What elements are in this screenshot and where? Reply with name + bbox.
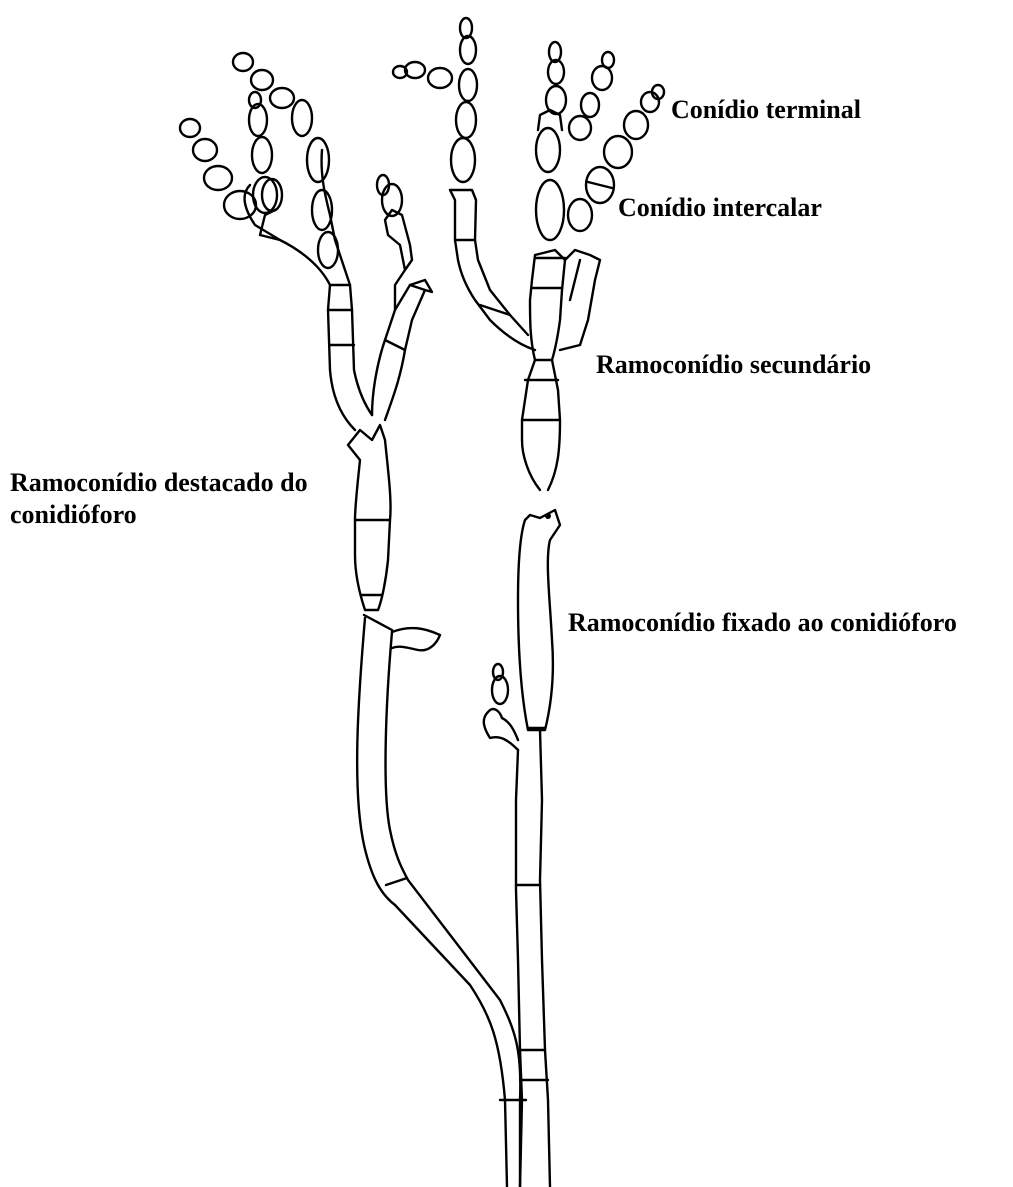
label-conidio-terminal: Conídio terminal bbox=[671, 94, 861, 126]
label-ramoconidio-fixado: Ramoconídio fixado ao conidióforo bbox=[568, 607, 957, 639]
label-conidio-intercalar: Conídio intercalar bbox=[618, 192, 822, 224]
label-ramoconidio-destacado-line2: conidióforo bbox=[10, 499, 137, 531]
label-ramoconidio-secundario: Ramoconídio secundário bbox=[596, 349, 871, 381]
right-branch-cluster bbox=[393, 18, 664, 490]
left-conidiophore-stalk bbox=[357, 615, 526, 1187]
left-branch-cluster bbox=[180, 53, 432, 430]
label-ramoconidio-destacado-line1: Ramoconídio destacado do bbox=[10, 467, 308, 499]
right-fixed-ramoconidium bbox=[518, 510, 560, 730]
left-detached-ramoconidium bbox=[348, 425, 391, 610]
right-conidiophore-stalk bbox=[484, 664, 550, 1187]
